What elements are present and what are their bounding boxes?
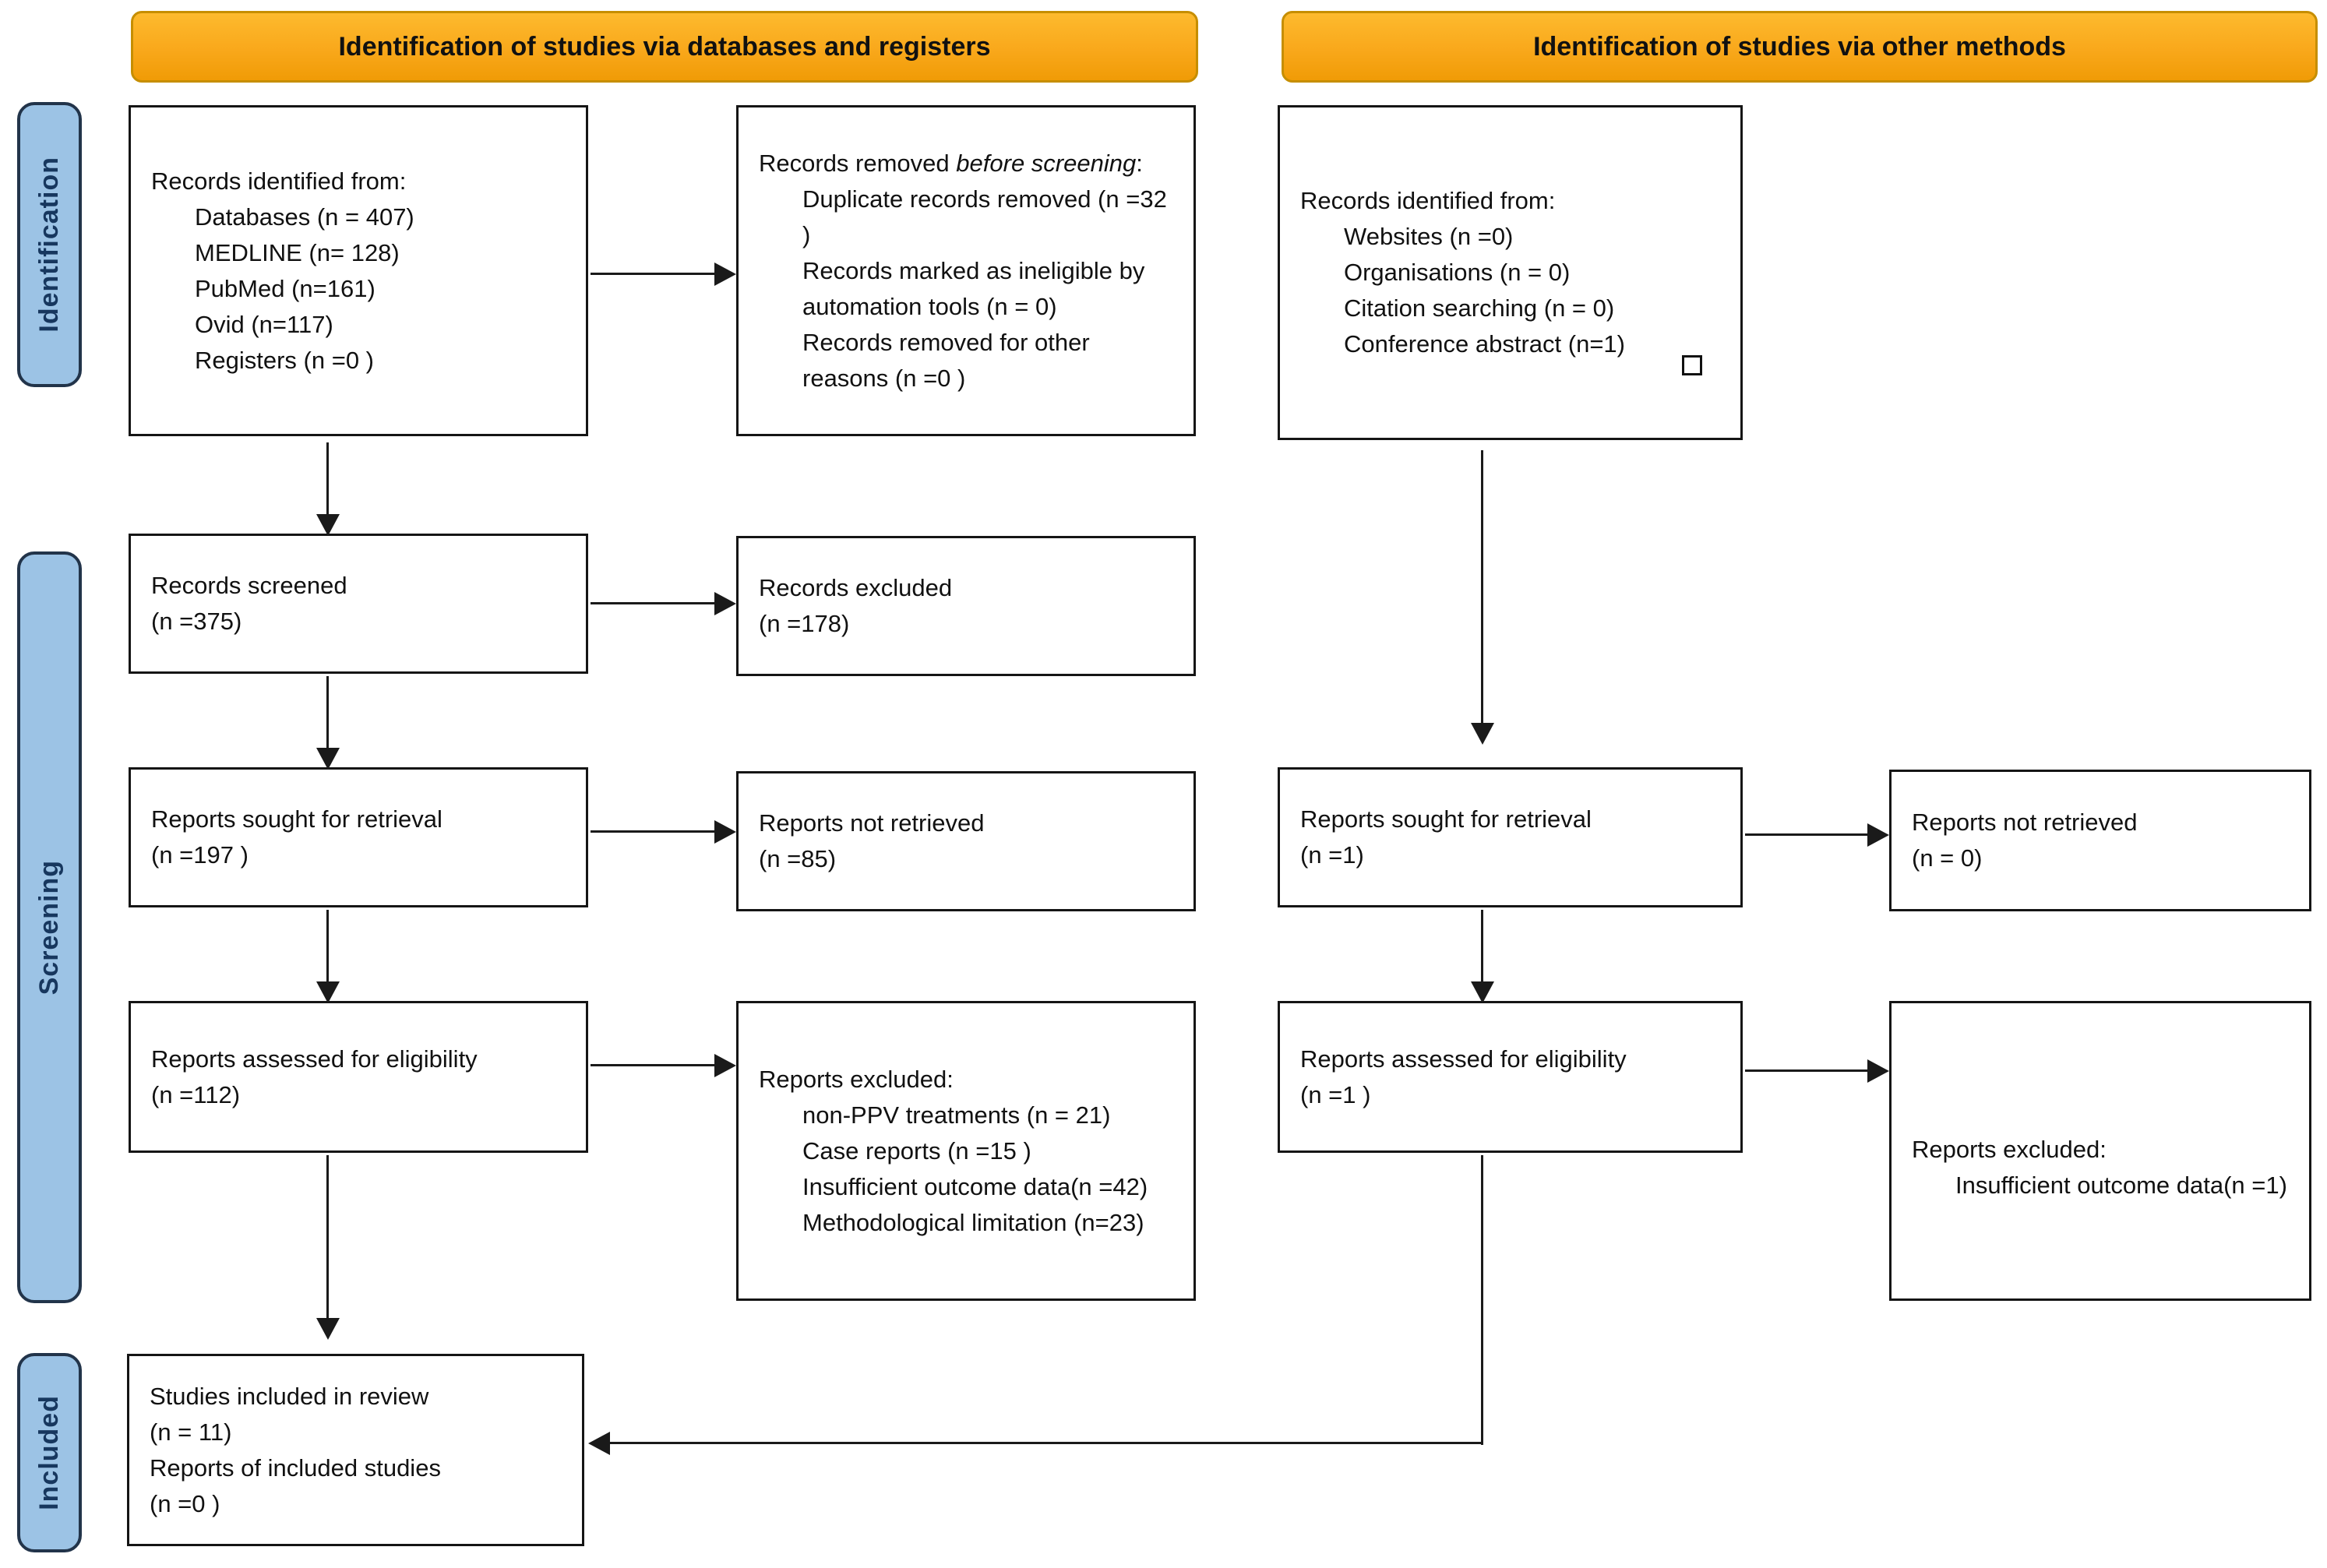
arrowhead-screened-to-sought — [316, 748, 340, 770]
stage-identification: Identification — [17, 102, 82, 387]
arrow-screened-to-sought — [326, 676, 329, 749]
stage-screening: Screening — [17, 551, 82, 1303]
box-line: (n =0 ) — [150, 1489, 220, 1517]
arrowhead-sought-to-assessed — [316, 981, 340, 1003]
arrowhead-other-to-included — [588, 1432, 610, 1455]
arrowhead-other-sought-to-assessed — [1471, 981, 1494, 1003]
box-line: Reports assessed for eligibility — [151, 1045, 478, 1073]
box-line: Records screened — [151, 572, 347, 599]
box-title-colon: : — [1136, 149, 1143, 177]
box-item: Methodological limitation (n=23) — [802, 1208, 1144, 1236]
arrow-screened-to-excluded — [591, 602, 715, 604]
arrowhead-other-assessed-to-excluded — [1867, 1059, 1889, 1083]
box-item: Registers (n =0 ) — [195, 346, 375, 374]
box-reports-sought-databases: Reports sought for retrieval (n =197 ) — [129, 767, 588, 907]
box-item: Records marked as ineligible by automati… — [802, 256, 1145, 320]
box-line: (n =112) — [151, 1080, 241, 1108]
arrow-other-identified-to-sought — [1481, 450, 1483, 723]
box-line: (n =178) — [759, 610, 850, 637]
arrow-assessed-to-excluded — [591, 1064, 715, 1066]
arrow-other-to-included-vertical — [1481, 1155, 1483, 1445]
box-records-excluded: Records excluded (n =178) — [736, 536, 1196, 676]
arrow-sought-to-not-retrieved — [591, 830, 715, 833]
box-line: (n =1 ) — [1300, 1080, 1371, 1108]
box-studies-included: Studies included in review (n = 11) Repo… — [127, 1354, 584, 1546]
box-title: Reports excluded: — [1912, 1135, 2107, 1163]
box-reports-not-retrieved-databases: Reports not retrieved (n =85) — [736, 771, 1196, 911]
arrow-other-to-included-horizontal — [610, 1442, 1483, 1444]
arrowhead-identified-to-screened — [316, 514, 340, 536]
arrowhead-identified-to-removed — [714, 263, 736, 286]
arrow-other-sought-to-assessed — [1481, 910, 1483, 983]
box-item: Websites (n =0) — [1344, 223, 1514, 250]
arrow-sought-to-assessed — [326, 910, 329, 983]
arrow-other-assessed-to-excluded — [1745, 1069, 1868, 1072]
box-line: (n =197 ) — [151, 841, 249, 869]
box-line: Reports not retrieved — [759, 809, 985, 837]
box-line: (n =85) — [759, 845, 837, 872]
stage-included: Included — [17, 1353, 82, 1552]
arrowhead-other-identified-to-sought — [1471, 723, 1494, 745]
arrow-identified-to-removed — [591, 273, 715, 275]
box-item: Case reports (n =15 ) — [802, 1136, 1031, 1165]
box-line: (n = 11) — [150, 1418, 232, 1446]
box-item: non-PPV treatments (n = 21) — [802, 1101, 1111, 1129]
banner-other-methods: Identification of studies via other meth… — [1282, 11, 2318, 83]
box-item: Databases (n = 407) — [195, 203, 414, 231]
arrowhead-sought-to-not-retrieved — [714, 820, 736, 844]
box-line: (n =1) — [1300, 841, 1364, 869]
box-item: Records removed for other reasons (n =0 … — [802, 328, 1090, 392]
box-item: MEDLINE (n= 128) — [195, 238, 400, 266]
box-item: Organisations (n = 0) — [1344, 259, 1571, 286]
box-title: Records removed before screening: — [759, 146, 1178, 181]
box-item: Conference abstract (n=1) — [1344, 330, 1625, 358]
box-item: Insufficient outcome data(n =1) — [1955, 1171, 2287, 1199]
box-title-text: Records removed — [759, 149, 957, 177]
box-line: (n = 0) — [1912, 844, 1983, 872]
box-reports-assessed-databases: Reports assessed for eligibility (n =112… — [129, 1001, 588, 1153]
arrowhead-assessed-to-included — [316, 1318, 340, 1340]
box-line: Reports of included studies — [150, 1453, 441, 1482]
box-reports-excluded-other: Reports excluded: Insufficient outcome d… — [1889, 1001, 2311, 1301]
stage-included-label: Included — [34, 1395, 64, 1510]
box-reports-sought-other: Reports sought for retrieval (n =1) — [1278, 767, 1743, 907]
box-line: (n =375) — [151, 608, 242, 635]
stage-identification-label: Identification — [34, 157, 64, 333]
box-title: Records identified from: — [151, 167, 407, 195]
box-line: Reports not retrieved — [1912, 809, 2138, 836]
arrowhead-assessed-to-excluded — [714, 1054, 736, 1077]
box-item: PubMed (n=161) — [195, 274, 375, 302]
stage-screening-label: Screening — [34, 859, 64, 995]
banner-other-methods-label: Identification of studies via other meth… — [1533, 31, 2066, 62]
box-reports-excluded-databases: Reports excluded: non-PPV treatments (n … — [736, 1001, 1196, 1301]
arrow-assessed-to-included — [326, 1155, 329, 1319]
box-records-identified-other: Records identified from: Websites (n =0)… — [1278, 105, 1743, 440]
box-records-removed-before-screening: Records removed before screening: Duplic… — [736, 105, 1196, 436]
box-reports-assessed-other: Reports assessed for eligibility (n =1 ) — [1278, 1001, 1743, 1153]
missing-glyph-artifact — [1682, 355, 1702, 375]
box-title: Records identified from: — [1300, 187, 1556, 214]
arrow-other-sought-to-not-retrieved — [1745, 833, 1868, 836]
box-title: Reports excluded: — [759, 1065, 954, 1093]
box-reports-not-retrieved-other: Reports not retrieved (n = 0) — [1889, 770, 2311, 911]
box-item: Ovid (n=117) — [195, 310, 333, 338]
arrowhead-other-sought-to-not-retrieved — [1867, 823, 1889, 847]
box-line: Records excluded — [759, 574, 953, 601]
box-records-screened: Records screened (n =375) — [129, 534, 588, 674]
box-title-italic: before screening — [956, 149, 1137, 177]
box-line: Reports sought for retrieval — [151, 805, 442, 833]
banner-databases-registers: Identification of studies via databases … — [131, 11, 1198, 83]
box-line: Studies included in review — [150, 1382, 429, 1410]
box-records-identified-databases: Records identified from: Databases (n = … — [129, 105, 588, 436]
box-line: Reports sought for retrieval — [1300, 805, 1592, 833]
box-item: Citation searching (n = 0) — [1344, 294, 1615, 322]
box-item: Insufficient outcome data(n =42) — [802, 1172, 1148, 1200]
arrow-identified-to-screened — [326, 442, 329, 516]
arrowhead-screened-to-excluded — [714, 592, 736, 615]
box-line: Reports assessed for eligibility — [1300, 1045, 1627, 1073]
box-item: Duplicate records removed (n =32 ) — [802, 185, 1167, 248]
banner-databases-registers-label: Identification of studies via databases … — [338, 31, 991, 62]
